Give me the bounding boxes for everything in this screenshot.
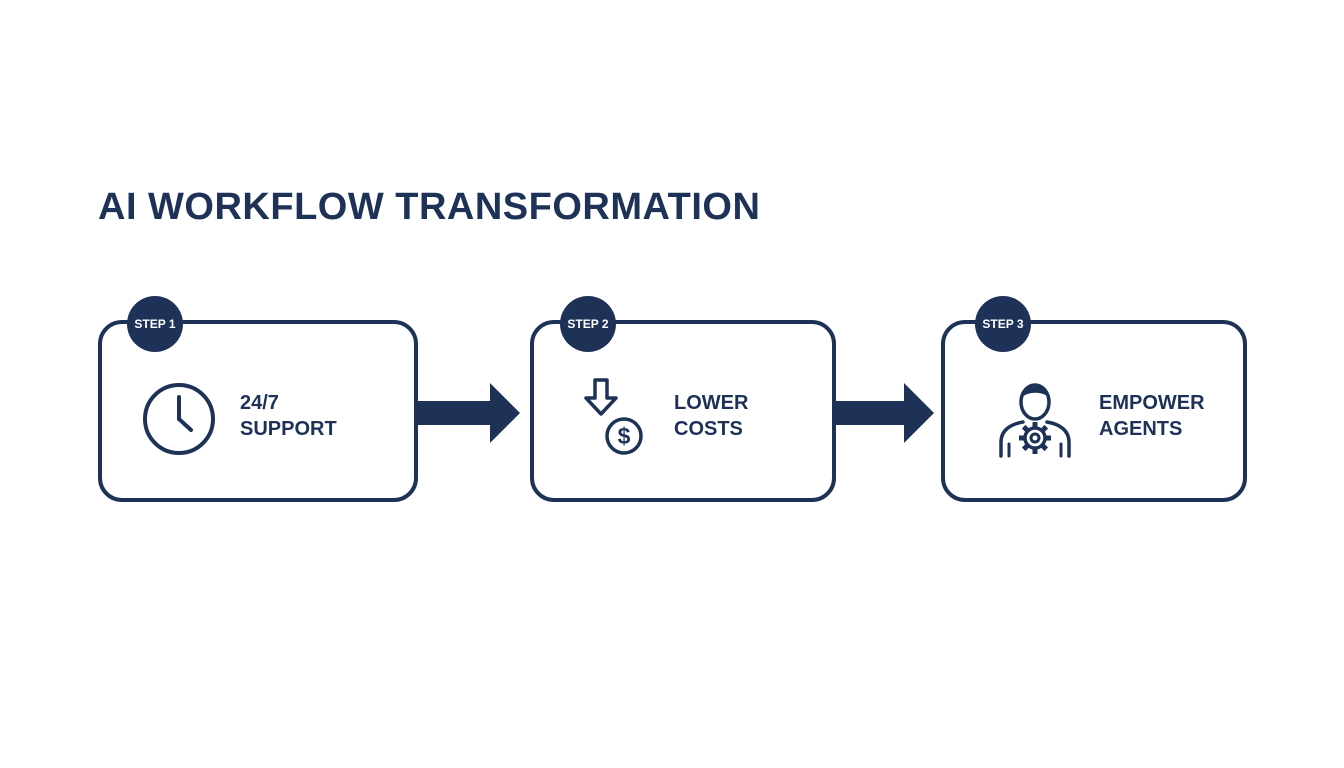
step-label-2-line2: COSTS — [674, 418, 743, 440]
svg-text:$: $ — [618, 423, 631, 449]
flow-arrow-1 — [418, 383, 522, 448]
step-label-2: LOWER COSTS — [674, 390, 748, 442]
lower-costs-icon: $ — [582, 376, 646, 463]
clock-icon — [140, 380, 218, 463]
step-label-3-line1: EMPOWER — [1099, 392, 1205, 414]
step-label-2-line1: LOWER — [674, 392, 749, 414]
step-label-3: EMPOWER AGENTS — [1099, 390, 1205, 442]
page-title: AI WORKFLOW TRANSFORMATION — [98, 186, 761, 228]
step-card-3: EMPOWER AGENTS — [941, 320, 1247, 502]
step-label-1-line2: SUPPORT — [240, 418, 337, 440]
step-label-3-line2: AGENTS — [1099, 418, 1183, 440]
flow-arrow-2 — [836, 383, 936, 448]
step-badge-2: STEP 2 — [560, 296, 616, 352]
step-badge-1: STEP 1 — [127, 296, 183, 352]
step-badge-3: STEP 3 — [975, 296, 1031, 352]
agent-gear-icon — [995, 376, 1075, 465]
step-label-1: 24/7 SUPPORT — [240, 390, 337, 442]
step-label-1-line1: 24/7 — [240, 392, 279, 414]
